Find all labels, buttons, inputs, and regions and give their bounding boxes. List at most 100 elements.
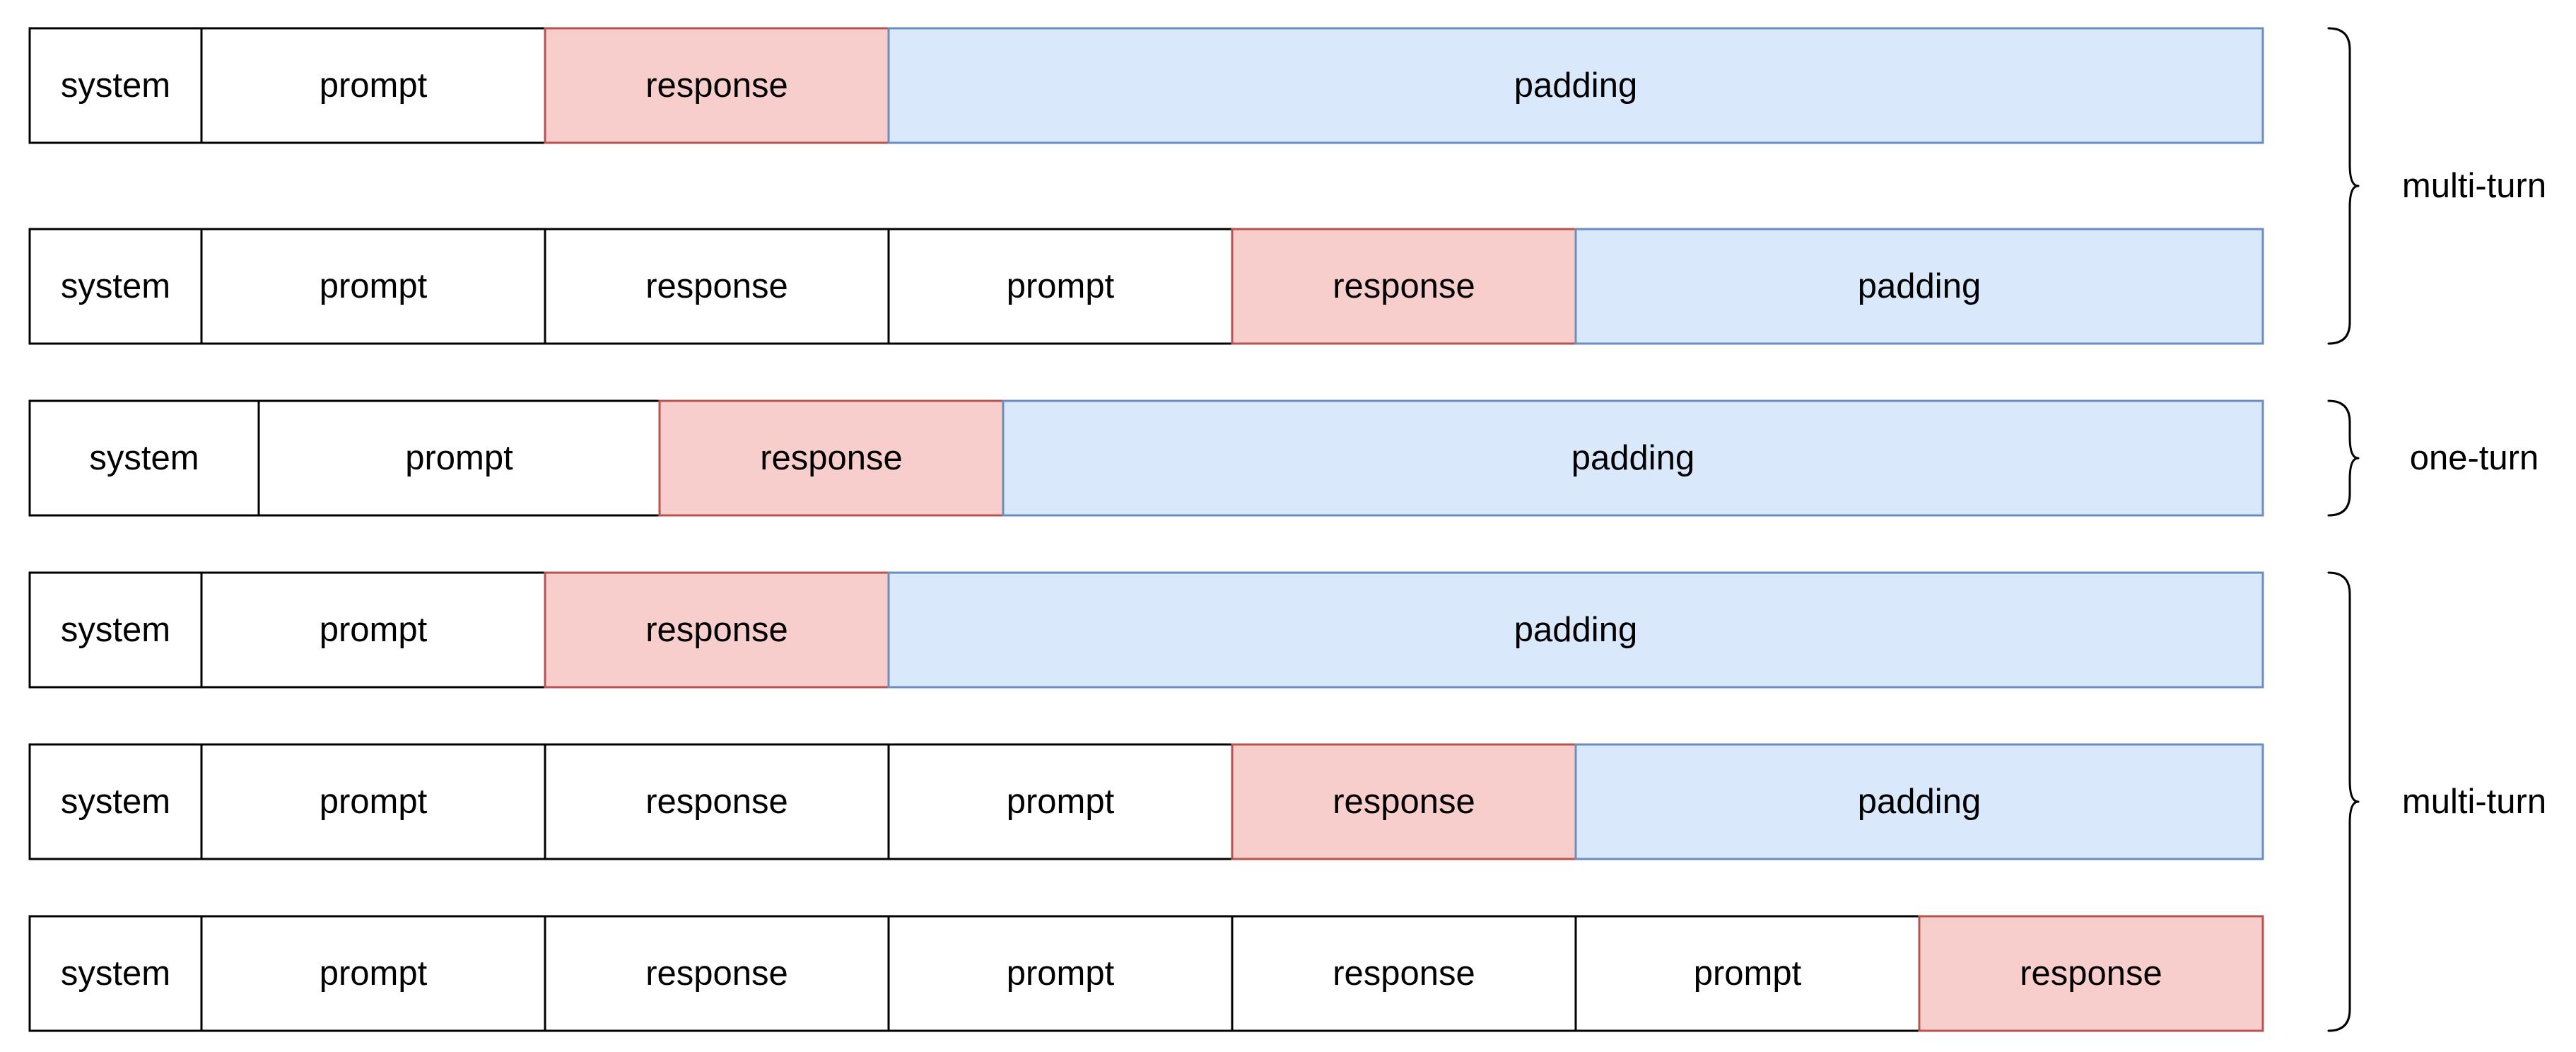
segment-box bbox=[887, 228, 1234, 345]
segment-label: padding bbox=[1858, 267, 1981, 305]
group-label: one-turn bbox=[2410, 439, 2539, 477]
turn-groups: multi-turn one-turn multi-turn bbox=[2327, 27, 2546, 1032]
target-response-segment: response bbox=[658, 399, 1005, 517]
system-segment: system bbox=[28, 228, 203, 345]
segment-label: response bbox=[1333, 954, 1475, 993]
segment-box bbox=[1574, 228, 2264, 345]
system-segment: system bbox=[28, 399, 260, 517]
segment-label: response bbox=[645, 783, 788, 821]
segment-box bbox=[28, 915, 203, 1032]
group-label: multi-turn bbox=[2402, 167, 2546, 205]
segment-box bbox=[1574, 743, 2264, 860]
segment-box bbox=[887, 915, 1234, 1032]
segment-label: response bbox=[2020, 954, 2162, 993]
segment-label: prompt bbox=[320, 783, 428, 821]
segment-box bbox=[658, 399, 1005, 517]
segment-label: prompt bbox=[320, 267, 428, 305]
segment-label: padding bbox=[1858, 783, 1981, 821]
segment-label: system bbox=[61, 611, 170, 649]
segment-label: prompt bbox=[320, 611, 428, 649]
segment-label: system bbox=[61, 267, 170, 305]
prompt-segment: prompt bbox=[200, 915, 546, 1032]
segment-label: system bbox=[89, 439, 199, 477]
segment-box bbox=[1918, 915, 2264, 1032]
segment-label: response bbox=[645, 954, 788, 993]
segment-label: response bbox=[1333, 267, 1475, 305]
segment-label: response bbox=[645, 611, 788, 649]
turn-group: multi-turn bbox=[2327, 571, 2546, 1032]
padding-segment: padding bbox=[1574, 743, 2264, 860]
response-segment: response bbox=[1231, 915, 1577, 1032]
prompt-segment: prompt bbox=[887, 915, 1234, 1032]
prompt-segment: prompt bbox=[257, 399, 661, 517]
curly-brace-icon bbox=[2327, 27, 2360, 345]
segment-box bbox=[544, 915, 890, 1032]
prompt-segment: prompt bbox=[887, 743, 1234, 860]
sequence-row: system prompt response padding bbox=[28, 571, 2264, 689]
segment-box bbox=[544, 571, 890, 689]
segment-box bbox=[544, 743, 890, 860]
response-segment: response bbox=[544, 743, 890, 860]
prompt-segment: prompt bbox=[200, 228, 546, 345]
segment-box bbox=[887, 743, 1234, 860]
segment-label: prompt bbox=[405, 439, 513, 477]
segment-label: padding bbox=[1571, 439, 1694, 477]
segment-label: system bbox=[61, 783, 170, 821]
padding-segment: padding bbox=[887, 571, 2264, 689]
target-response-segment: response bbox=[1231, 743, 1577, 860]
segment-label: prompt bbox=[1694, 954, 1802, 993]
sequence-row: system prompt response prompt response paddin… bbox=[28, 228, 2264, 345]
response-segment: response bbox=[544, 915, 890, 1032]
padding-segment: padding bbox=[887, 27, 2264, 144]
turn-group: multi-turn bbox=[2327, 27, 2546, 345]
system-segment: system bbox=[28, 915, 203, 1032]
segment-box bbox=[1231, 228, 1577, 345]
segment-box bbox=[28, 228, 203, 345]
segment-box bbox=[200, 571, 546, 689]
target-response-segment: response bbox=[1231, 228, 1577, 345]
sequence-row: system prompt response prompt response paddin… bbox=[28, 743, 2264, 860]
segment-box bbox=[1231, 743, 1577, 860]
response-segment: response bbox=[544, 228, 890, 345]
segment-label: system bbox=[61, 954, 170, 993]
segment-label: padding bbox=[1514, 66, 1637, 105]
system-segment: system bbox=[28, 27, 203, 144]
segment-label: response bbox=[645, 66, 788, 105]
prompt-segment: prompt bbox=[887, 228, 1234, 345]
prompt-segment: prompt bbox=[200, 571, 546, 689]
segment-label: prompt bbox=[320, 66, 428, 105]
segment-label: prompt bbox=[1007, 783, 1115, 821]
segment-label: prompt bbox=[1007, 954, 1115, 993]
system-segment: system bbox=[28, 571, 203, 689]
curly-brace-icon bbox=[2327, 399, 2360, 517]
sequence-row: system prompt response padding bbox=[28, 27, 2264, 144]
segment-label: system bbox=[61, 66, 170, 105]
segment-label: prompt bbox=[1007, 267, 1115, 305]
target-response-segment: response bbox=[544, 571, 890, 689]
system-segment: system bbox=[28, 743, 203, 860]
sequence-row: system prompt response prompt response prompt… bbox=[28, 915, 2264, 1032]
prompt-segment: prompt bbox=[200, 743, 546, 860]
segment-label: prompt bbox=[320, 954, 428, 993]
segment-box bbox=[28, 743, 203, 860]
segment-label: response bbox=[645, 267, 788, 305]
segment-box bbox=[544, 27, 890, 144]
target-response-segment: response bbox=[1918, 915, 2264, 1032]
segment-box bbox=[200, 27, 546, 144]
sequence-rows: system prompt response padding system prompt r… bbox=[28, 27, 2264, 1032]
segment-box bbox=[544, 228, 890, 345]
segment-box bbox=[1231, 915, 1577, 1032]
group-label: multi-turn bbox=[2402, 783, 2546, 821]
padding-segment: padding bbox=[1002, 399, 2264, 517]
segment-box bbox=[1002, 399, 2264, 517]
padding-segment: padding bbox=[1574, 228, 2264, 345]
segment-label: response bbox=[760, 439, 903, 477]
segment-box bbox=[200, 228, 546, 345]
segment-box bbox=[887, 27, 2264, 144]
segment-box bbox=[28, 27, 203, 144]
turn-group: one-turn bbox=[2327, 399, 2539, 517]
sequence-row: system prompt response padding bbox=[28, 399, 2264, 517]
segment-box bbox=[200, 743, 546, 860]
segment-box bbox=[257, 399, 661, 517]
